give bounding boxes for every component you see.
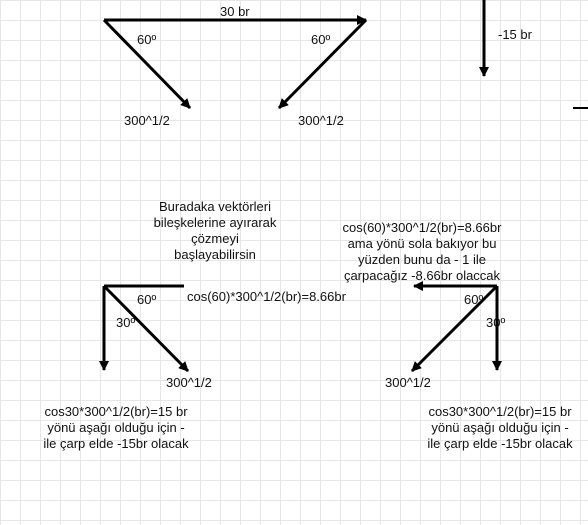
top-magnitude-label: 30 br: [220, 4, 250, 19]
note-line: bileşkelerine ayırarak: [153, 215, 277, 230]
right-diagonal-arrow: [410, 284, 499, 373]
right-vector-label: 300^1/2: [385, 375, 431, 390]
right-explanation-line: ile çarp elde -15br olacak: [427, 436, 573, 451]
right-top-line: çarpacağız -8.66br olaccak: [343, 268, 501, 283]
left-cos-label: cos(60)*300^1/2(br)=8.66br: [187, 289, 346, 304]
top-angle-right-label: 60º: [311, 32, 331, 47]
right-top-line: cos(60)*300^1/2(br)=8.66br: [342, 220, 502, 235]
right-top-line: yüzden bunu da - 1 ile: [358, 252, 486, 267]
left-diagonal-arrow: [102, 284, 190, 373]
left-angle-60-label: 60º: [137, 292, 157, 307]
top-right-arrow: [277, 18, 368, 110]
top-angle-left-label: 60º: [137, 32, 157, 47]
top-left-arrow: [102, 18, 192, 110]
note-line: başlayabilirsin: [174, 247, 256, 262]
left-vector-label: 300^1/2: [166, 375, 212, 390]
left-explanation-line: cos30*300^1/2(br)=15 br: [44, 404, 188, 419]
top-down-label: -15 br: [498, 27, 532, 42]
right-explanation-line: cos30*300^1/2(br)=15 br: [428, 404, 572, 419]
right-explanation-bottom: cos30*300^1/2(br)=15 br yönü aşağı olduğ…: [414, 404, 586, 452]
left-explanation: cos30*300^1/2(br)=15 br yönü aşağı olduğ…: [30, 404, 202, 452]
right-explanation-line: yönü aşağı olduğu için -: [431, 420, 569, 435]
left-angle-30-label: 30º: [116, 315, 136, 330]
right-explanation-top: cos(60)*300^1/2(br)=8.66br ama yönü sola…: [334, 220, 510, 284]
right-top-line: ama yönü sola bakıyor bu: [347, 236, 497, 251]
instruction-note: Buradaka vektörleri bileşkelerine ayırar…: [140, 199, 290, 263]
top-vector-right-label: 300^1/2: [298, 113, 344, 128]
left-explanation-line: yönü aşağı olduğu için -: [47, 420, 185, 435]
right-angle-60-label: 60º: [464, 292, 484, 307]
note-line: çözmeyi: [191, 231, 239, 246]
top-vector-left-label: 300^1/2: [124, 113, 170, 128]
note-line: Buradaka vektörleri: [159, 199, 271, 214]
left-explanation-line: ile çarp elde -15br olacak: [43, 436, 189, 451]
right-angle-30-label: 30º: [486, 315, 506, 330]
